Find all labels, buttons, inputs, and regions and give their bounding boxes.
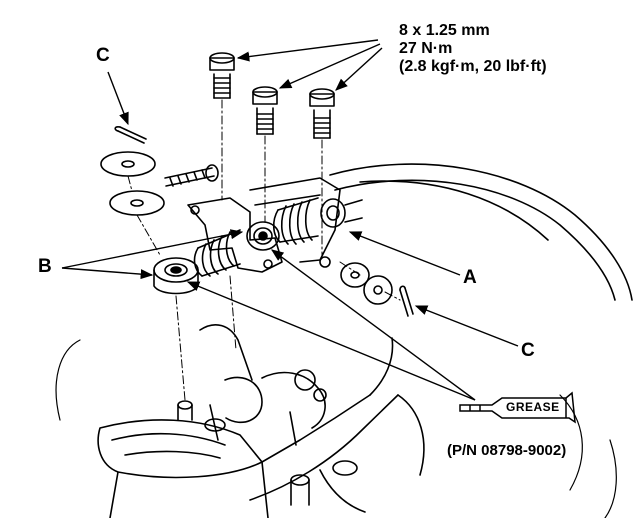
washers-left [100, 151, 165, 216]
bolt-size-text: 8 x 1.25 mm [399, 22, 490, 39]
callout-b: B [38, 256, 52, 277]
callout-c-right: C [521, 340, 535, 361]
bolt-2 [252, 86, 278, 135]
washers-right [340, 262, 393, 305]
leader-lines [61, 39, 519, 401]
cable-boot-lower [193, 229, 241, 277]
grease-tube-icon [459, 391, 576, 424]
bolt-3 [309, 88, 335, 139]
housing-outline [329, 163, 633, 301]
cotter-pin-right [399, 285, 414, 317]
torque-nm-text: 27 N·m [399, 40, 453, 57]
callout-c-top: C [96, 45, 110, 66]
bushing-center [246, 221, 280, 251]
callout-a: A [463, 267, 477, 288]
mounting-bracket [187, 177, 341, 273]
bolt-spec: 8 x 1.25 mm 27 N·m (2.8 kgf·m, 20 lbf·ft… [399, 22, 547, 76]
torque-imperial-text: (2.8 kgf·m, 20 lbf·ft) [399, 58, 547, 75]
grease-tube-label: GREASE [506, 400, 560, 414]
transmission-housing [55, 324, 617, 519]
shift-cable [164, 164, 219, 187]
cotter-pin-top [114, 126, 147, 144]
bolt-1 [209, 52, 235, 99]
cable-boot-upper [272, 197, 363, 245]
alignment-lines [127, 99, 401, 401]
grease-part-number: (P/N 08798-9002) [447, 442, 567, 459]
bushing-left [153, 257, 199, 295]
